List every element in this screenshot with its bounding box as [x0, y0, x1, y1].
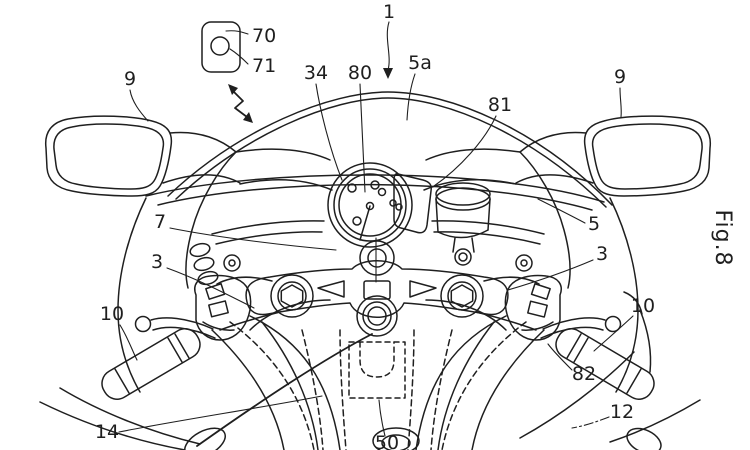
ref-label-34: 34	[304, 62, 328, 84]
ref-label-70: 70	[252, 25, 276, 47]
ref-label-5: 5	[588, 213, 600, 235]
ref-label-10-left: 10	[100, 303, 124, 325]
grip-left	[101, 328, 201, 400]
brake-reservoir	[435, 182, 491, 266]
switch-housing-right	[504, 274, 562, 341]
fuel-tank	[184, 315, 662, 450]
ref-label-9-left: 9	[124, 68, 136, 90]
brake-lever	[540, 315, 622, 339]
ignition-switch	[359, 240, 395, 300]
mirror-left	[44, 115, 241, 197]
ref-label-50: 50	[375, 432, 399, 450]
fob-body	[201, 21, 241, 73]
switch-housing-left	[194, 274, 252, 341]
needle	[359, 205, 371, 241]
ref-label-14: 14	[95, 421, 119, 443]
ref-label-7: 7	[154, 211, 166, 233]
ref-label-9-right: 9	[614, 66, 626, 88]
reference-numerals: 1 70 71 9 9 34 80 5a 81 5 3 7 3 10 10 82…	[95, 1, 735, 450]
ref-label-3-left: 3	[151, 251, 163, 273]
figure-caption: Fig.8	[710, 209, 735, 266]
radio-wave-arrow	[228, 84, 253, 123]
ref-label-80: 80	[348, 62, 372, 84]
grip-right	[555, 328, 655, 400]
ref-label-3-right: 3	[596, 243, 608, 265]
ref-label-10-right: 10	[631, 295, 655, 317]
key-fob	[201, 21, 241, 73]
fork-cap-left	[270, 274, 314, 318]
ref-label-5a: 5a	[408, 52, 432, 74]
ref-label-1: 1	[383, 1, 395, 23]
ref-label-71: 71	[252, 55, 276, 77]
antenna-box	[348, 341, 406, 399]
steering-stem-nut	[356, 295, 398, 337]
ref-label-82: 82	[572, 363, 596, 385]
ref-label-81: 81	[488, 94, 512, 116]
windscreen	[167, 91, 613, 208]
display-panel	[393, 173, 432, 234]
mirror-right	[515, 115, 712, 197]
clutch-lever	[134, 315, 216, 339]
fob-button	[210, 36, 230, 56]
leader-lines	[118, 21, 634, 437]
ref-label-12: 12	[610, 401, 634, 423]
dash-cowl	[145, 174, 605, 286]
fork-cap-right	[440, 274, 484, 318]
